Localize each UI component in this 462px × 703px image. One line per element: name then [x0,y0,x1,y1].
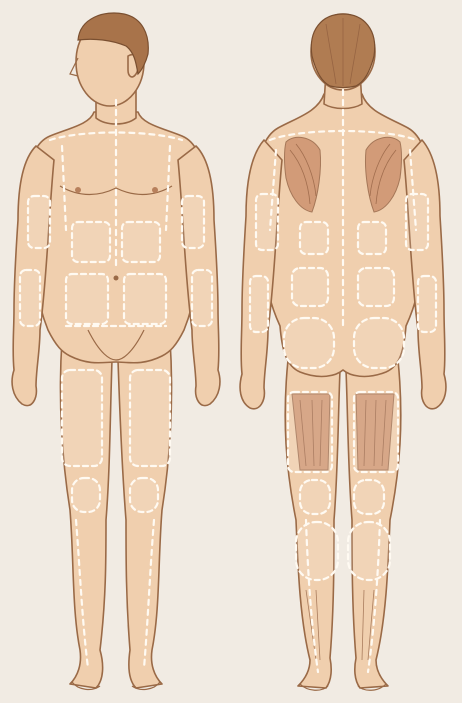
zone-front-upper-arm-right[interactable] [180,194,206,250]
zone-back-knee-left[interactable] [298,478,332,516]
back-hair-lines [325,18,361,86]
front-chest-line [59,185,173,196]
zone-front-thigh-right[interactable] [128,368,172,468]
zone-front-knee-right[interactable] [128,476,160,514]
zone-front-upper-arm-left[interactable] [26,194,52,250]
front-pelvis [87,329,145,361]
zone-back-gluteal-left[interactable] [282,316,336,370]
zone-back-gluteal-right[interactable] [352,316,406,370]
zone-back-upper-arm-left[interactable] [254,192,280,252]
zone-back-hamstring-right[interactable] [352,390,400,474]
front-side-line-right [164,144,172,232]
zone-back-upper-back-left[interactable] [298,220,330,256]
zone-back-calf-left[interactable] [294,520,340,582]
zone-front-abdomen-upper-left[interactable] [70,220,112,264]
zone-front-thigh-left[interactable] [60,368,104,468]
front-left-leg [59,339,113,689]
zone-back-knee-right[interactable] [352,478,386,516]
zone-back-lower-back-right[interactable] [356,266,396,308]
back-side-line-right [408,148,418,232]
front-navel [113,275,119,281]
front-side-line-left [60,144,68,232]
zone-front-knee-left[interactable] [70,476,102,514]
front-clavicle-line [48,131,184,142]
front-shin-left [74,518,90,670]
zone-front-forearm-right[interactable] [190,268,214,328]
zone-back-lower-back-left[interactable] [290,266,330,308]
zone-front-forearm-left[interactable] [18,268,42,328]
zone-front-abdomen-lower-left[interactable] [64,272,110,326]
front-hair [77,12,149,76]
front-nipple-left [75,187,81,193]
zone-back-forearm-right[interactable] [416,274,438,334]
front-right-arm [177,145,221,407]
front-right-leg [117,339,173,689]
zone-back-upper-back-right[interactable] [356,220,388,256]
zone-back-hamstring-left[interactable] [286,390,334,474]
back-shoulder-line [268,129,418,142]
back-left-arm [239,139,283,410]
back-view-figure [239,13,447,691]
front-nipple-right [152,187,158,193]
front-feet [71,681,161,691]
back-muscle-lines-upper [289,143,397,205]
front-view-figure [11,12,221,691]
back-muscle-lines-legs [299,399,387,661]
back-muscle-trapezius-left [284,136,321,213]
front-left-arm [11,145,55,407]
back-right-arm [403,139,447,410]
zone-front-abdomen-upper-right[interactable] [120,220,162,264]
back-feet [299,683,387,691]
zone-back-upper-arm-right[interactable] [404,192,430,252]
back-side-line-left [268,148,278,232]
zone-front-abdomen-lower-right[interactable] [122,272,168,326]
zone-back-forearm-left[interactable] [248,274,270,334]
back-calf-line-right [366,518,382,674]
zone-back-calf-right[interactable] [346,520,392,582]
back-calf-line-left [304,518,320,674]
front-shin-right [142,518,156,670]
back-muscle-trapezius-right [365,136,402,213]
front-nose [69,57,79,77]
